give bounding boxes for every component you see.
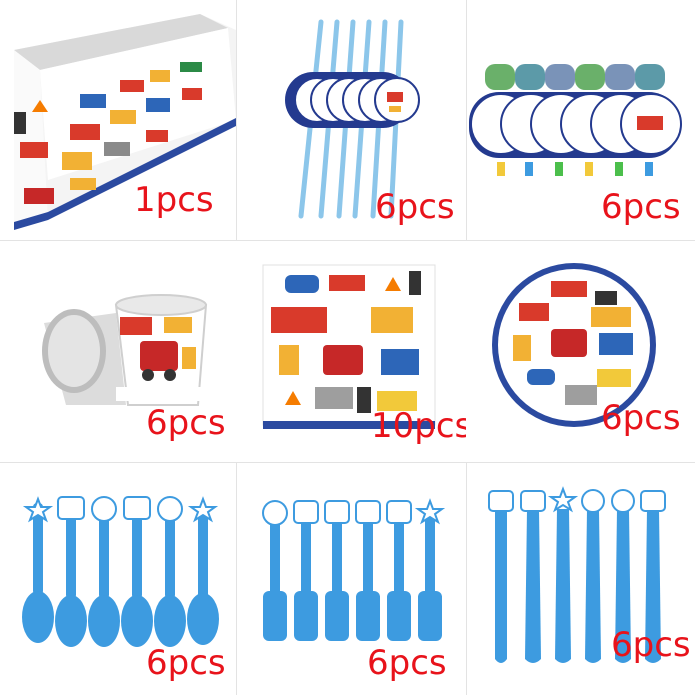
product-knives[interactable]: 6pcs [467,463,695,695]
straws-image [285,19,420,219]
quantity-label: 6pcs [146,643,226,683]
quantity-label: 6pcs [611,625,691,665]
knives-image [488,486,666,663]
quantity-label: 6pcs [367,643,447,683]
product-blowouts[interactable]: 6pcs [467,0,695,240]
quantity-label: 1pcs [134,180,214,220]
divider [236,462,237,695]
product-spoons[interactable]: 6pcs [0,463,236,695]
quantity-label: 6pcs [601,187,681,227]
quantity-label: 10pcs [371,406,466,446]
divider [466,462,467,695]
tablecloth-image [14,14,236,230]
quantity-label: 6pcs [375,187,455,227]
divider [466,0,467,240]
plates-image [492,263,656,427]
quantity-label: 6pcs [601,398,681,438]
divider [0,462,695,463]
divider [236,0,237,240]
product-tablecloth[interactable]: 1pcs [0,0,236,240]
blowouts-image [469,64,682,176]
spoons-image [22,496,219,647]
cups-image [42,294,208,406]
product-forks[interactable]: 6pcs [237,463,466,695]
product-straws[interactable]: 6pcs [237,0,466,240]
napkins-image [262,264,436,429]
product-cups[interactable]: 6pcs [0,241,236,462]
product-plates[interactable]: 6pcs [467,241,695,462]
quantity-label: 6pcs [146,403,226,443]
product-napkins[interactable]: 10pcs [237,241,466,462]
divider [0,240,695,241]
forks-image [262,498,446,641]
